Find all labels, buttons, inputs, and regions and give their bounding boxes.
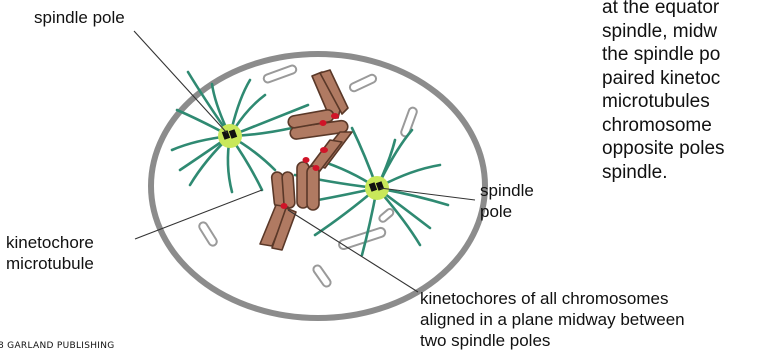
- label-spindle-pole-top: spindle pole: [34, 7, 125, 28]
- label-line: aligned in a plane midway between: [420, 309, 685, 330]
- caption-line: the spindle po: [602, 43, 763, 67]
- label-spindle-pole-right: spindle pole: [480, 180, 534, 222]
- caption-line: at the equator: [602, 0, 763, 20]
- caption-line: microtubules: [602, 90, 763, 114]
- kinetochore: [320, 147, 328, 153]
- kinetochore: [303, 157, 310, 163]
- label-line: microtubule: [6, 253, 94, 274]
- label-line: kinetochore: [6, 232, 94, 253]
- caption-line: spindle.: [602, 161, 763, 185]
- spindle-pole-right: [365, 176, 389, 200]
- label-line: pole: [480, 201, 534, 222]
- publisher-credit: 8 GARLAND PUBLISHING: [0, 341, 115, 351]
- label-line: spindle: [480, 180, 534, 201]
- label-kinetochore-microtubule: kinetochore microtubule: [6, 232, 94, 274]
- kinetochore: [320, 120, 327, 126]
- chromosome: [307, 166, 319, 210]
- caption-line: chromosome: [602, 114, 763, 138]
- kinetochore: [331, 113, 339, 119]
- kinetochore: [313, 165, 320, 171]
- side-caption-text: at the equator spindle, midw the spindle…: [602, 0, 763, 184]
- kinetochore: [281, 203, 288, 209]
- caption-line: spindle, midw: [602, 20, 763, 44]
- chromosome: [282, 172, 295, 209]
- label-line: two spindle poles: [420, 330, 685, 351]
- caption-line: paired kinetoc: [602, 67, 763, 91]
- label-kinetochores-aligned: kinetochores of all chromosomes aligned …: [420, 288, 685, 351]
- label-line: kinetochores of all chromosomes: [420, 288, 685, 309]
- caption-line: opposite poles: [602, 137, 763, 161]
